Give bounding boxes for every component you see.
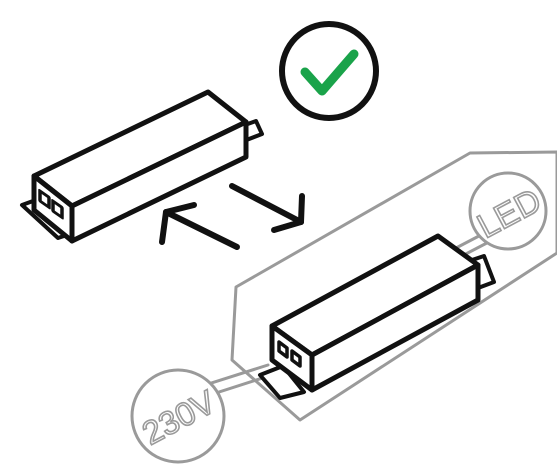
led-label-badge: LED <box>468 171 548 251</box>
approval-check-icon <box>279 21 379 121</box>
swap-arrows-icon <box>159 183 305 250</box>
mains-voltage-badge: 230V <box>130 368 226 464</box>
old-driver-icon <box>20 89 264 244</box>
new-driver-icon <box>258 233 496 400</box>
luminaire-housing-outline <box>230 150 557 422</box>
